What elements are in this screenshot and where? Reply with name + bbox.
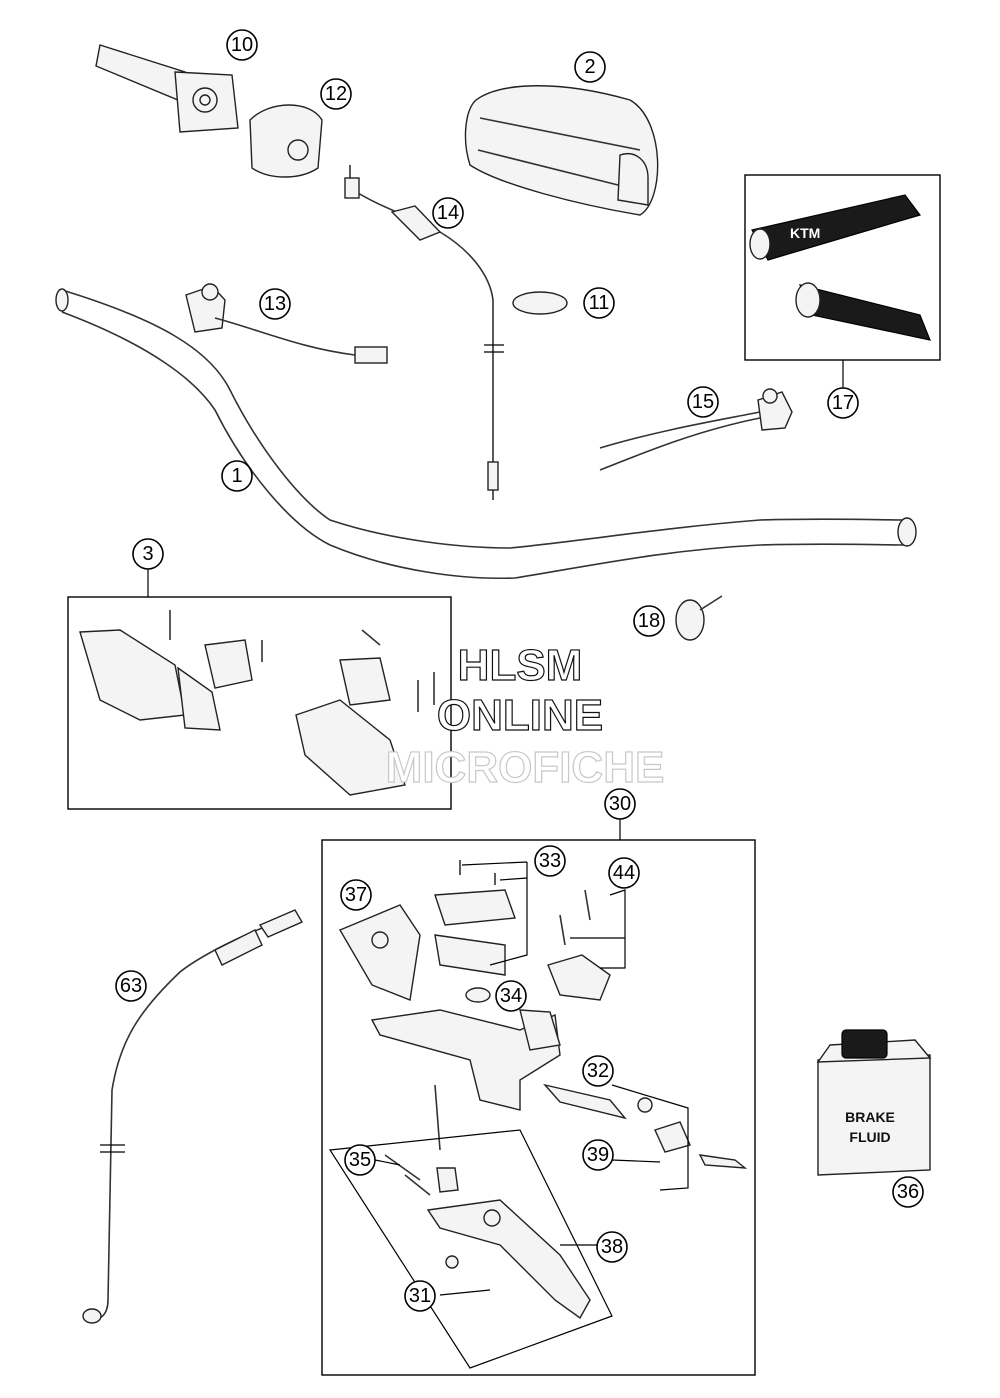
callout-13-label: 13 xyxy=(264,293,286,315)
grips-kit-part-17: KTM xyxy=(744,174,941,390)
callout-63: 63 xyxy=(115,970,147,1002)
callout-12-label: 12 xyxy=(325,83,347,105)
grip-logo-text: KTM xyxy=(790,225,820,241)
callout-38: 38 xyxy=(596,1231,628,1263)
brake-fluid-label-line1: BRAKE xyxy=(845,1109,895,1125)
callout-36: 36 xyxy=(892,1176,924,1208)
callout-35-label: 35 xyxy=(349,1149,371,1171)
callout-32-label: 32 xyxy=(587,1060,609,1082)
callout-31-label: 31 xyxy=(409,1285,431,1307)
callout-12: 12 xyxy=(320,78,352,110)
brake-line-part-63 xyxy=(82,909,303,1324)
callout-32: 32 xyxy=(582,1055,614,1087)
callout-34: 34 xyxy=(495,980,527,1012)
watermark-line2: ONLINE xyxy=(437,691,603,740)
callout-17-label: 17 xyxy=(832,392,854,414)
cable-tie-part-18 xyxy=(675,595,723,641)
handguard-kit-part-3 xyxy=(67,568,452,810)
kill-switch-part-13 xyxy=(185,283,388,364)
callout-2: 2 xyxy=(574,51,606,83)
callout-44-label: 44 xyxy=(613,862,635,884)
watermark-line3: MICROFICHE xyxy=(386,743,665,792)
callout-11-label: 11 xyxy=(589,292,610,314)
throttle-cable-part-14 xyxy=(344,165,504,500)
callout-34-label: 34 xyxy=(500,985,522,1007)
watermark-line1: HLSM xyxy=(458,641,583,690)
callout-30: 30 xyxy=(604,788,636,820)
callout-18: 18 xyxy=(633,605,665,637)
callout-37: 37 xyxy=(340,879,372,911)
handlebar-part-1 xyxy=(55,288,917,580)
callout-1: 1 xyxy=(221,460,253,492)
callout-10: 10 xyxy=(226,29,258,61)
callout-14: 14 xyxy=(432,197,464,229)
callout-3-label: 3 xyxy=(142,543,153,565)
callout-15: 15 xyxy=(687,386,719,418)
throttle-cover-part-12 xyxy=(249,104,323,178)
callout-11: 11 xyxy=(583,287,615,319)
callout-33-label: 33 xyxy=(539,850,561,872)
callout-44: 44 xyxy=(608,857,640,889)
callout-31: 31 xyxy=(404,1280,436,1312)
callout-18-label: 18 xyxy=(638,610,660,632)
callout-38-label: 38 xyxy=(601,1236,623,1258)
o-ring-part-11 xyxy=(512,291,568,315)
callout-30-label: 30 xyxy=(609,793,631,815)
callout-15-label: 15 xyxy=(692,391,714,413)
throttle-grip-part-10 xyxy=(95,44,239,133)
callout-37-label: 37 xyxy=(345,884,367,906)
leader-lines xyxy=(374,861,689,1296)
callout-14-label: 14 xyxy=(437,202,459,224)
master-cylinder-assembly-part-30 xyxy=(321,818,756,1376)
callout-63-label: 63 xyxy=(120,975,142,997)
callout-1-label: 1 xyxy=(231,465,242,487)
callout-13: 13 xyxy=(259,288,291,320)
brake-fluid-part-36: BRAKE FLUID xyxy=(816,1029,932,1176)
callout-10-label: 10 xyxy=(231,34,253,56)
callout-39-label: 39 xyxy=(587,1144,609,1166)
callout-3: 3 xyxy=(132,538,164,570)
brake-fluid-label-line2: FLUID xyxy=(849,1129,890,1145)
callout-39: 39 xyxy=(582,1139,614,1171)
callout-33: 33 xyxy=(534,845,566,877)
watermark: HLSM ONLINE MICROFICHE xyxy=(385,640,665,792)
callout-17: 17 xyxy=(827,387,859,419)
handlebar-pad-part-2 xyxy=(464,85,659,216)
callout-2-label: 2 xyxy=(584,56,595,78)
callout-35: 35 xyxy=(344,1144,376,1176)
callout-36-label: 36 xyxy=(897,1181,919,1203)
switch-part-15 xyxy=(599,388,793,471)
